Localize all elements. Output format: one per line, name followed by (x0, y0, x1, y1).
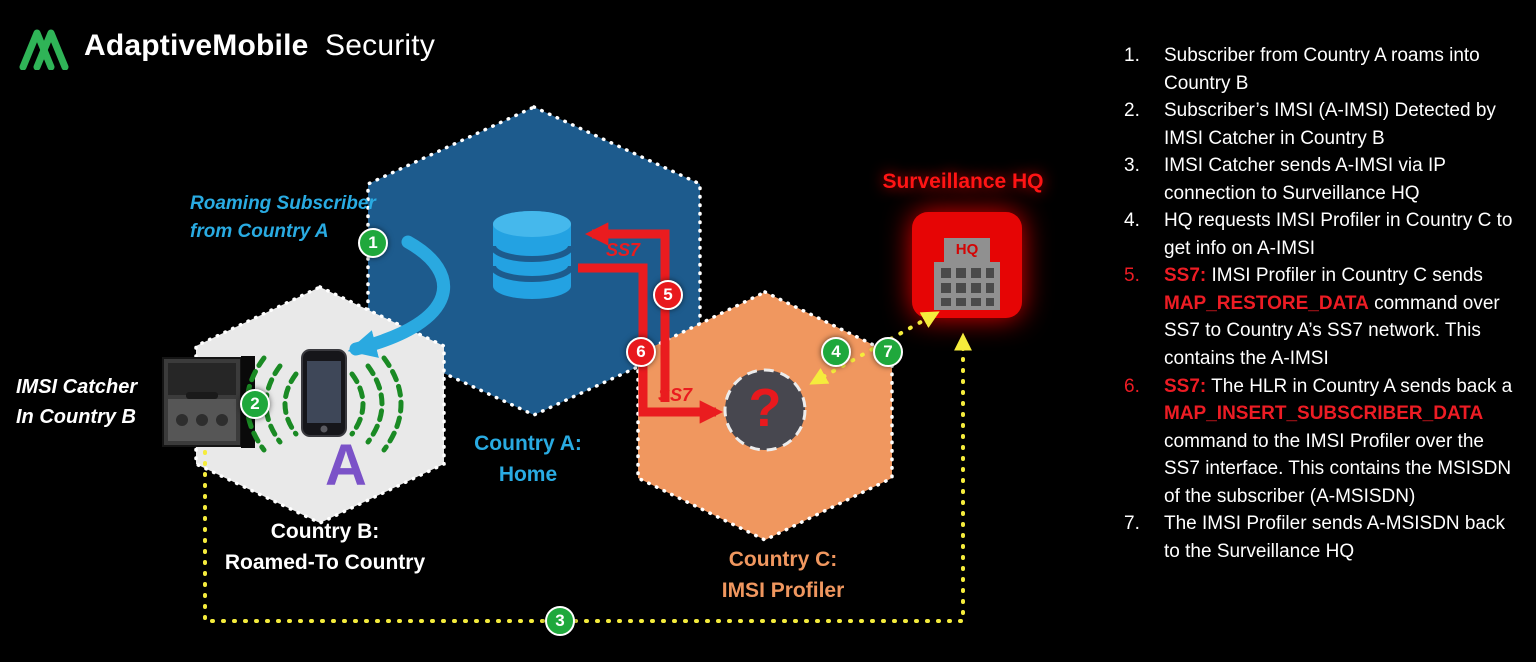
step-item: 4. HQ requests IMSI Profiler in Country C… (1124, 207, 1516, 262)
step-item: 6. SS7: The HLR in Country A sends back a… (1124, 373, 1516, 511)
ss7-restore-arrow (584, 222, 670, 402)
country-b-label: Country B: Roamed-To Country (224, 520, 426, 574)
step-text: The IMSI Profiler sends A-MSISDN back to… (1164, 513, 1506, 562)
step-number: 4. (1124, 210, 1140, 232)
ss7-label-bottom: SS7 (658, 385, 693, 405)
adaptivemobile-logo: AdaptiveMobile Security (18, 22, 435, 70)
logo-wordmark: AdaptiveMobile Security (84, 29, 435, 63)
step-number: 2. (1124, 100, 1140, 122)
step-text: SS7: IMSI Profiler in Country C sends MA… (1164, 265, 1500, 370)
roaming-arrow (347, 235, 451, 358)
question-mark: ? (748, 378, 782, 438)
surveillance-hq-box (912, 212, 1022, 318)
badge-3: 3 (545, 606, 575, 636)
hq-building-icon (934, 238, 1000, 310)
smartphone-icon (301, 349, 347, 437)
step-item: 7. The IMSI Profiler sends A-MSISDN back … (1124, 510, 1516, 565)
step-item: 2. Subscriber’s IMSI (A-IMSI) Detected by… (1124, 97, 1516, 152)
step-number: 7. (1124, 513, 1140, 535)
step-item: 3. IMSI Catcher sends A-IMSI via IP conne… (1124, 152, 1516, 207)
logo-suffix: Security (325, 29, 436, 62)
hlr-database-icon (490, 211, 574, 299)
step-item: 5. SS7: IMSI Profiler in Country C sends … (1124, 262, 1516, 372)
steps-list: 1. Subscriber from Country A roams into C… (1124, 42, 1516, 565)
ip-connection-path (203, 332, 972, 623)
country-c-label: Country C: IMSI Profiler (721, 548, 845, 602)
adaptivemobile-logo-icon (19, 29, 69, 70)
badge-1: 1 (358, 228, 388, 258)
badge-7: 7 (873, 337, 903, 367)
logo-brand: AdaptiveMobile (84, 29, 309, 62)
step-text: SS7: The HLR in Country A sends back a M… (1164, 375, 1513, 507)
badge-6: 6 (626, 337, 656, 367)
ss7-label-top: SS7 (606, 240, 641, 260)
step-number: 6. (1124, 375, 1140, 397)
imsi-profiler-node (723, 368, 807, 452)
step-number: 3. (1124, 155, 1140, 177)
imsi-catcher-label: IMSI Catcher In Country B (16, 376, 138, 428)
hq-profiler-path (809, 311, 940, 385)
purple-a-mark: A (325, 433, 367, 498)
surveillance-hq-label: Surveillance HQ (882, 170, 1044, 193)
badge-4: 4 (821, 337, 851, 367)
step-number: 1. (1124, 45, 1140, 66)
step-text: Subscriber from Country A roams into Cou… (1164, 45, 1480, 94)
badge-5: 5 (653, 280, 683, 310)
badge-2: 2 (240, 389, 270, 419)
step-item: 1. Subscriber from Country A roams into C… (1124, 42, 1516, 97)
country-a-label: Country A: Home (474, 432, 582, 486)
step-text: Subscriber’s IMSI (A-IMSI) Detected by I… (1164, 100, 1496, 149)
roaming-subscriber-label: Roaming Subscriber from Country A (190, 193, 376, 242)
step-text: HQ requests IMSI Profiler in Country C t… (1164, 210, 1513, 259)
step-number: 5. (1124, 265, 1140, 287)
step-text: IMSI Catcher sends A-IMSI via IP connect… (1164, 155, 1446, 204)
hq-building-text: HQ (955, 241, 979, 258)
